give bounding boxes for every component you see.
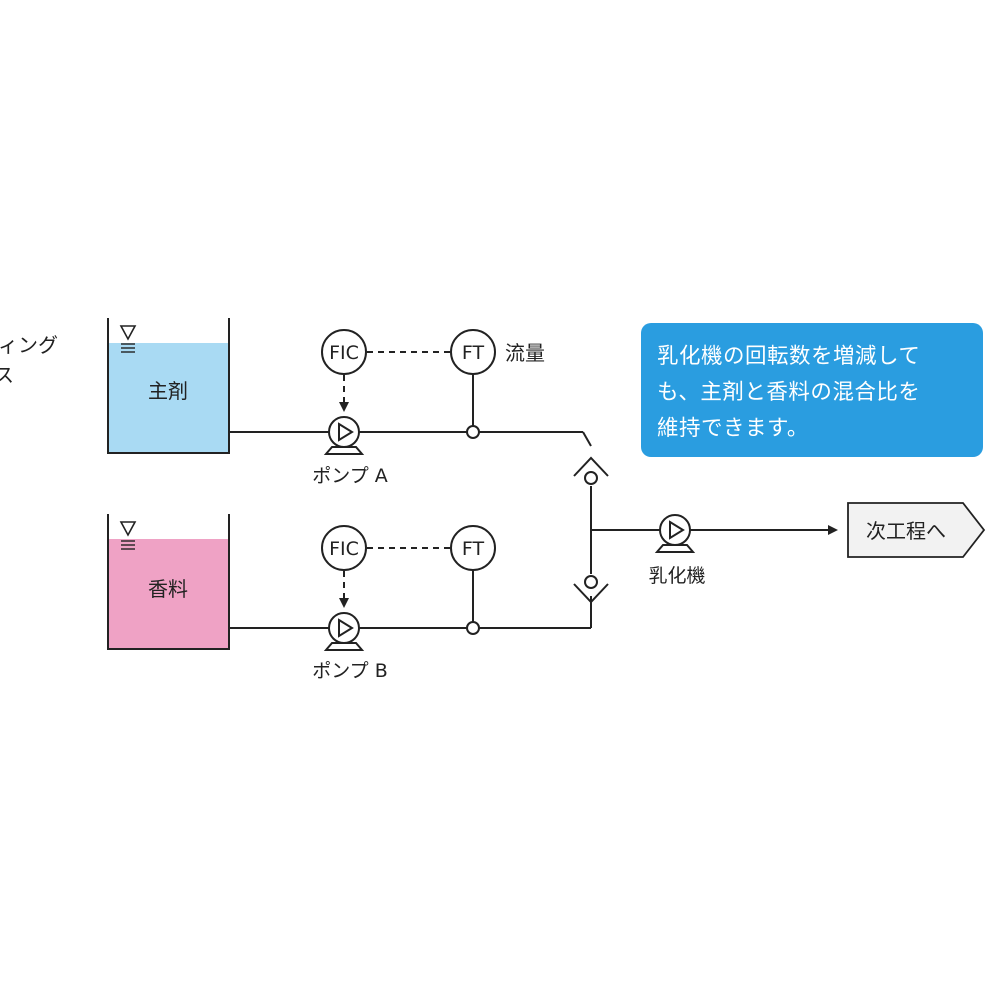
flavor-tank-wall bbox=[107, 514, 230, 650]
fic-b-circle bbox=[321, 525, 367, 571]
ft-a-circle bbox=[450, 329, 496, 375]
info-callout: 乳化機の回転数を増減して も、主剤と香料の混合比を 維持できます。 bbox=[641, 323, 983, 457]
instrument-row-a: FIC FT 流量 bbox=[321, 329, 545, 412]
flavor-liquid bbox=[108, 539, 229, 649]
check-valve-b bbox=[573, 575, 609, 604]
next-step-box: 次工程へ bbox=[847, 502, 986, 558]
level-indicator-icon bbox=[119, 325, 137, 341]
pump-a-icon bbox=[323, 416, 365, 455]
fic-a-label: FIC bbox=[329, 342, 359, 364]
flavor-tank: 香料 bbox=[107, 514, 230, 650]
ft-b-circle bbox=[450, 525, 496, 571]
main-agent-tank-wall bbox=[107, 318, 230, 454]
ft-b-label: FT bbox=[462, 538, 485, 560]
level-indicator-icon bbox=[119, 521, 137, 537]
callout-line-2: も、主剤と香料の混合比を bbox=[657, 380, 921, 405]
fic-a-circle bbox=[321, 329, 367, 375]
emulsifier-label: 乳化機 bbox=[648, 565, 705, 587]
flow-label: 流量 bbox=[505, 341, 545, 365]
emulsifier-icon bbox=[654, 514, 696, 553]
instrument-row-b: FIC FT bbox=[321, 525, 496, 608]
main-agent-tank: 主剤 bbox=[107, 318, 230, 454]
left-cut-text-2: ス bbox=[0, 363, 14, 387]
tap-point-a bbox=[466, 425, 480, 439]
main-agent-liquid bbox=[108, 343, 229, 453]
left-cut-text-1: ィング bbox=[0, 333, 58, 357]
callout-line-3: 維持できます。 bbox=[657, 416, 809, 441]
flavor-label: 香料 bbox=[148, 577, 188, 601]
pump-b-label: ポンプ B bbox=[312, 660, 388, 682]
callout-line-1: 乳化機の回転数を増減して bbox=[657, 344, 921, 369]
next-step-label: 次工程へ bbox=[866, 519, 946, 543]
pump-a-label: ポンプ A bbox=[312, 465, 387, 487]
tap-point-b bbox=[466, 621, 480, 635]
main-agent-label: 主剤 bbox=[148, 379, 188, 403]
pump-b-icon bbox=[323, 612, 365, 651]
fic-b-label: FIC bbox=[329, 538, 359, 560]
check-valve-a bbox=[573, 456, 609, 485]
ft-a-label: FT bbox=[462, 342, 485, 364]
